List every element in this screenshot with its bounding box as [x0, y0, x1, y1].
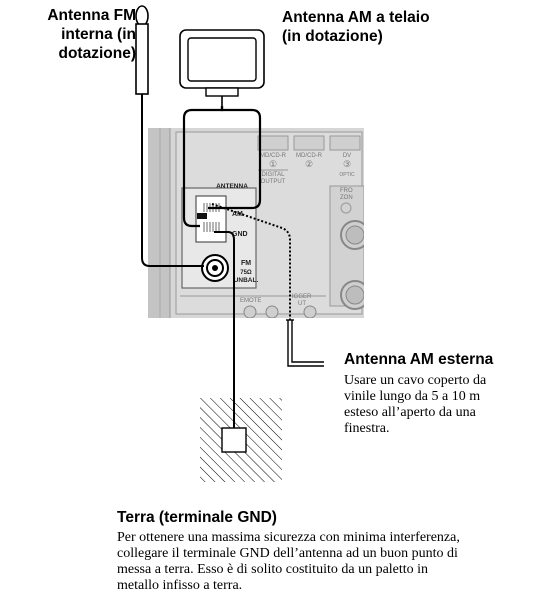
- fm-terminal-text: FM: [241, 260, 251, 267]
- mdcdr2-text: MD/CD-R: [296, 153, 323, 159]
- gnd-desc-line-4: metallo infisso a terra.: [117, 578, 243, 593]
- gnd-desc-line-1: Per ottenere una massima sicurezza con m…: [117, 530, 460, 545]
- ground-description: Per ottenere una massima sicurezza con m…: [117, 530, 537, 594]
- am-ext-line-1: Usare un cavo coperto da: [344, 373, 487, 388]
- fm-ohm-text: 75Ω: [240, 270, 252, 276]
- fm-antenna-label: Antenna FM interna (in dotazione): [6, 6, 136, 63]
- digital-text: DIGITAL: [262, 172, 286, 178]
- am-external-antenna-wire: [211, 203, 324, 367]
- front-zone-jacks: FRO ZON: [329, 185, 364, 310]
- trigger-out-text: UT: [298, 301, 306, 307]
- zone-text: ZON: [340, 195, 353, 201]
- am-loop-cable: [182, 106, 262, 228]
- fm-label-line-1: Antenna FM: [47, 7, 136, 24]
- am-ext-line-4: finestra.: [344, 421, 390, 436]
- mdcdr1-num: ①: [269, 159, 277, 169]
- fm-indoor-antenna: [135, 5, 204, 267]
- gnd-desc-line-2: collegare il terminale GND dell’antenna …: [117, 546, 458, 561]
- optic-text: OPTIC: [339, 172, 355, 178]
- remote-text: EMOTE: [240, 298, 261, 304]
- output-text: OUTPUT: [261, 179, 286, 185]
- dv-text: DV: [343, 153, 351, 159]
- mdcdr1-text: MD/CD-R: [260, 153, 287, 159]
- fm-label-line-3: dotazione): [58, 45, 137, 62]
- am-loop-antenna-label: Antenna AM a telaio (in dotazione): [282, 8, 522, 46]
- antenna-text: ANTENNA: [216, 183, 248, 190]
- mdcdr2-num: ②: [305, 159, 313, 169]
- ground-title: Terra (terminale GND): [117, 509, 277, 526]
- fm-unbal-text: UNBAL.: [234, 277, 259, 284]
- am-loop-antenna: [179, 29, 265, 106]
- ground-wire: [214, 231, 235, 428]
- trigger-text: IGGER: [292, 294, 312, 300]
- remote-trigger-jacks: EMOTE IGGER UT: [180, 294, 326, 318]
- ground-hatch: [200, 398, 282, 482]
- digital-output-jacks: MD/CD-R ① MD/CD-R ② DV ③ OPTIC DIGITAL O…: [257, 135, 361, 185]
- am-terminal-text: AM: [232, 211, 243, 218]
- front-text: FRO: [340, 188, 353, 194]
- am-ext-line-2: vinile lungo da 5 a 10 m: [344, 389, 481, 404]
- am-loop-line-2: (in dotazione): [282, 28, 383, 45]
- am-loop-line-1: Antenna AM a telaio: [282, 9, 430, 26]
- fm-label-line-2: interna (in: [61, 26, 136, 43]
- dv-num: ③: [343, 159, 351, 169]
- gnd-desc-line-3: messa a terra. Esso è di solito costitui…: [117, 562, 429, 577]
- am-external-description: Usare un cavo coperto da vinile lungo da…: [344, 373, 534, 437]
- receiver-rear-panel: MD/CD-R ① MD/CD-R ② DV ③ OPTIC DIGITAL O…: [148, 128, 364, 318]
- am-external-title: Antenna AM esterna: [344, 351, 494, 368]
- antenna-terminal-block: ANTENNA AM GND FM 75Ω UNBAL.: [181, 183, 259, 289]
- am-ext-line-3: esteso all’aperto da una: [344, 405, 476, 420]
- gnd-terminal-text: GND: [232, 231, 248, 238]
